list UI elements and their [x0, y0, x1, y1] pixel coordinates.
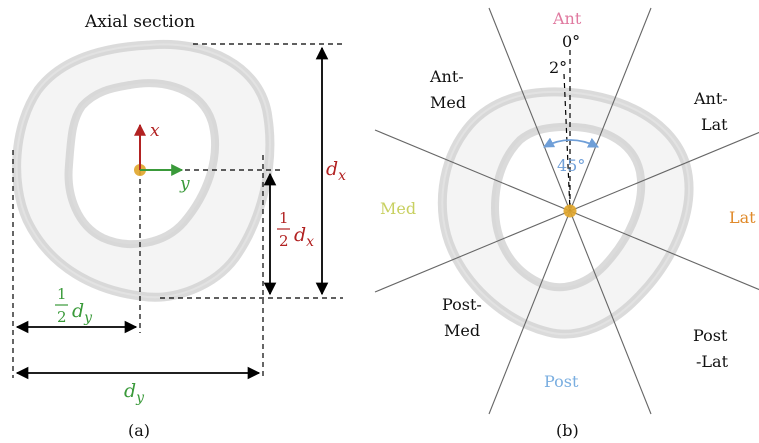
svg-text:dy: dy	[124, 380, 145, 406]
region-post-med-label-2: Med	[444, 321, 480, 340]
guide-lines	[12, 43, 343, 378]
svg-text:dx: dx	[326, 158, 346, 184]
dy-label: dy	[124, 380, 145, 406]
svg-text:2: 2	[279, 232, 289, 250]
region-ant-lat-label-1: Ant-	[693, 89, 728, 108]
region-ant-med-label-1: Ant-	[429, 67, 464, 86]
panel-a-title: Axial section	[84, 12, 195, 32]
region-post-med-label-1: Post-	[442, 295, 482, 314]
region-ant-label: Ant	[552, 9, 582, 28]
svg-text:dy: dy	[72, 300, 93, 326]
two-degree-line	[563, 73, 571, 212]
sector-angle-arc	[543, 137, 599, 148]
region-post-label: Post	[544, 372, 579, 391]
y-axis-label: y	[179, 174, 190, 194]
angle-zero-label: 0°	[562, 32, 580, 51]
half-dy-label: 1 2 dy	[55, 285, 93, 326]
svg-text:1: 1	[279, 209, 289, 227]
bone-inner-contour	[64, 79, 219, 248]
panel-a-caption: (a)	[128, 421, 150, 440]
x-axis-label: x	[150, 121, 160, 141]
panel-a: Axial section x y dx 1 2 dx	[12, 12, 346, 440]
svg-text:1: 1	[57, 285, 67, 303]
centroid-marker-b	[563, 204, 577, 218]
svg-text:2: 2	[57, 308, 67, 326]
region-med-label: Med	[380, 199, 416, 218]
region-post-lat-label-2: -Lat	[696, 352, 729, 371]
region-post-lat-label-1: Post	[693, 326, 728, 345]
region-ant-med-label-2: Med	[430, 93, 466, 112]
region-lat-label: Lat	[729, 208, 756, 227]
region-ant-lat-label-2: Lat	[701, 115, 728, 134]
panel-b-caption: (b)	[556, 421, 579, 440]
half-dx-label: 1 2 dx	[277, 209, 314, 250]
angle-two-label: 2°	[549, 58, 567, 77]
panel-b: 45° 0° 2° Ant Ant- Lat Lat Post -Lat Pos…	[374, 7, 759, 440]
dx-label: dx	[326, 158, 346, 184]
svg-text:dx: dx	[294, 224, 314, 250]
sector-angle-label: 45°	[557, 156, 585, 175]
